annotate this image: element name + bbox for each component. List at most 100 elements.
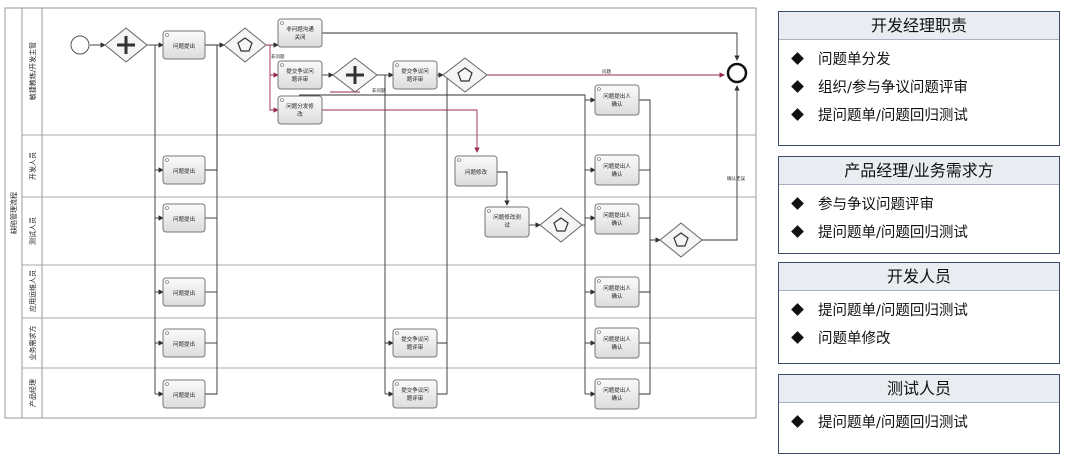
svg-text:问题提出人: 问题提出人 <box>603 162 631 170</box>
task-submit-dispute-review-pm: 提交争议问 题评审 <box>392 379 438 409</box>
svg-text:问题提出: 问题提出 <box>173 289 195 297</box>
panel-list: 问题单分发 组织/参与争议问题评审 提问题单/问题回归测试 <box>779 40 1059 130</box>
complex-gateway-1 <box>223 27 267 63</box>
diamond-bullet-icon <box>791 415 804 428</box>
lane-label-tester: 测试人员 <box>28 217 37 245</box>
svg-text:提交争议问: 提交争议问 <box>401 335 429 343</box>
task-raise-problem-business: 问题提出 <box>162 328 206 358</box>
list-item: 提问题单/问题回归测试 <box>791 297 1059 325</box>
svg-text:问题修改测: 问题修改测 <box>493 213 521 221</box>
svg-text:问题提出人: 问题提出人 <box>603 386 631 394</box>
task-not-problem-close: 非问题沟通 关闭 <box>277 18 323 48</box>
task-raiser-confirm-business: 问题提出人 确认 <box>594 327 640 359</box>
svg-text:确认: 确认 <box>611 292 623 300</box>
svg-text:非问题沟通: 非问题沟通 <box>286 25 314 33</box>
parallel-gateway-2 <box>332 57 378 93</box>
list-item: 参与争议问题评审 <box>791 191 1059 219</box>
task-raiser-confirm-dev: 问题提出人 确认 <box>594 154 640 186</box>
complex-gateway-3 <box>539 207 583 243</box>
flow-label-not-problem-2: 非问题 <box>372 87 386 94</box>
task-fix-problem: 问题修改 <box>454 155 498 187</box>
svg-text:提交争议问: 提交争议问 <box>401 67 429 75</box>
task-raise-problem-tester: 问题提出 <box>162 203 206 233</box>
task-raise-problem-ops: 问题提出 <box>162 277 206 307</box>
panel-list: 提问题单/问题回归测试 <box>779 403 1059 437</box>
panel-list: 提问题单/问题回归测试 问题单修改 <box>779 291 1059 353</box>
list-item: 提问题单/问题回归测试 <box>791 219 1059 247</box>
flow-label-problem: 问题 <box>602 68 611 75</box>
svg-text:确认: 确认 <box>611 394 623 402</box>
task-raiser-confirm-ops: 问题提出人 确认 <box>594 276 640 308</box>
task-raise-problem-lead: 问题提出 <box>162 30 206 60</box>
pool-label: 缺陷管理流程 <box>9 192 18 234</box>
list-item: 组织/参与争议问题评审 <box>791 74 1059 102</box>
svg-text:问题提出: 问题提出 <box>173 215 195 223</box>
svg-text:试: 试 <box>504 221 510 229</box>
svg-text:提交争议问: 提交争议问 <box>286 67 314 75</box>
diamond-bullet-icon <box>791 108 804 121</box>
panel-tester: 测试人员 提问题单/问题回归测试 <box>778 374 1060 454</box>
svg-text:问题提出: 问题提出 <box>173 340 195 348</box>
task-submit-dispute-review: 提交争议问 题评审 <box>277 60 323 90</box>
task-raiser-confirm-tester: 问题提出人 确认 <box>594 203 640 235</box>
pool-frame <box>4 7 757 419</box>
diamond-bullet-icon <box>791 331 804 344</box>
panel-dev-manager: 开发经理职责 问题单分发 组织/参与争议问题评审 提问题单/问题回归测试 <box>778 11 1060 146</box>
diamond-bullet-icon <box>791 197 804 210</box>
svg-text:问题提出人: 问题提出人 <box>603 335 631 343</box>
task-submit-dispute-review-business: 提交争议问 题评审 <box>392 328 438 358</box>
svg-text:关闭: 关闭 <box>294 33 305 41</box>
svg-text:问题提出: 问题提出 <box>173 167 195 175</box>
panel-title: 开发人员 <box>779 263 1059 291</box>
list-item: 问题单分发 <box>791 46 1059 74</box>
svg-text:确认: 确认 <box>611 100 623 108</box>
bpmn-diagram: 缺陷管理流程 敏捷教练/开发主管 开发人员 测试人员 应用运维人员 业务需求方 … <box>4 7 757 419</box>
svg-text:问题提出人: 问题提出人 <box>603 211 631 219</box>
svg-text:问题分发修: 问题分发修 <box>286 102 314 110</box>
task-assign-fix: 问题分发修 改 <box>277 95 323 125</box>
task-submit-dispute-review-lead: 提交争议问 题评审 <box>392 60 438 90</box>
task-raiser-confirm-lead: 问题提出人 确认 <box>594 84 640 116</box>
svg-text:题评审: 题评审 <box>292 75 309 83</box>
svg-text:题评审: 题评审 <box>407 75 424 83</box>
complex-gateway-2 <box>442 57 488 93</box>
task-fix-test: 问题修改测 试 <box>484 206 530 238</box>
panel-list: 参与争议问题评审 提问题单/问题回归测试 <box>779 185 1059 247</box>
panel-title: 开发经理职责 <box>779 12 1059 40</box>
task-raise-problem-pm: 问题提出 <box>162 379 206 409</box>
svg-text:提交争议问: 提交争议问 <box>401 386 429 394</box>
diamond-bullet-icon <box>791 225 804 238</box>
parallel-gateway-1 <box>104 27 148 63</box>
svg-text:问题提出人: 问题提出人 <box>603 92 631 100</box>
list-item: 提问题单/问题回归测试 <box>791 102 1059 130</box>
svg-text:问题提出: 问题提出 <box>173 42 195 50</box>
svg-text:确认: 确认 <box>611 170 623 178</box>
panel-product-manager: 产品经理/业务需求方 参与争议问题评审 提问题单/问题回归测试 <box>778 156 1060 254</box>
flow-label-not-problem: 非问题 <box>271 53 285 60</box>
complex-gateway-4 <box>659 222 703 258</box>
end-event <box>726 62 748 84</box>
diamond-bullet-icon <box>791 80 804 93</box>
svg-text:题评审: 题评审 <box>407 343 424 351</box>
svg-text:确认: 确认 <box>611 219 623 227</box>
start-event <box>70 35 90 55</box>
lane-label-developer: 开发人员 <box>28 152 37 180</box>
svg-text:问题提出人: 问题提出人 <box>603 284 631 292</box>
task-raiser-confirm-pm: 问题提出人 确认 <box>594 378 640 410</box>
svg-text:问题修改: 问题修改 <box>465 168 488 176</box>
list-item: 问题单修改 <box>791 325 1059 353</box>
lane-label-pm: 产品经理 <box>28 379 37 407</box>
diamond-bullet-icon <box>791 52 804 65</box>
svg-text:问题提出: 问题提出 <box>173 391 195 399</box>
lane-label-ops: 应用运维人员 <box>28 270 37 312</box>
lane-label-dev-lead: 敏捷教练/开发主管 <box>28 42 37 100</box>
svg-text:确认: 确认 <box>611 343 623 351</box>
panel-title: 产品经理/业务需求方 <box>779 157 1059 185</box>
list-item: 提问题单/问题回归测试 <box>791 409 1059 437</box>
flow-label-confirm-ok: 确认无误 <box>727 175 745 182</box>
panel-title: 测试人员 <box>779 375 1059 403</box>
svg-text:改: 改 <box>297 110 303 118</box>
task-raise-problem-dev: 问题提出 <box>162 155 206 185</box>
panel-developer: 开发人员 提问题单/问题回归测试 问题单修改 <box>778 262 1060 364</box>
lane-label-business: 业务需求方 <box>28 326 37 361</box>
